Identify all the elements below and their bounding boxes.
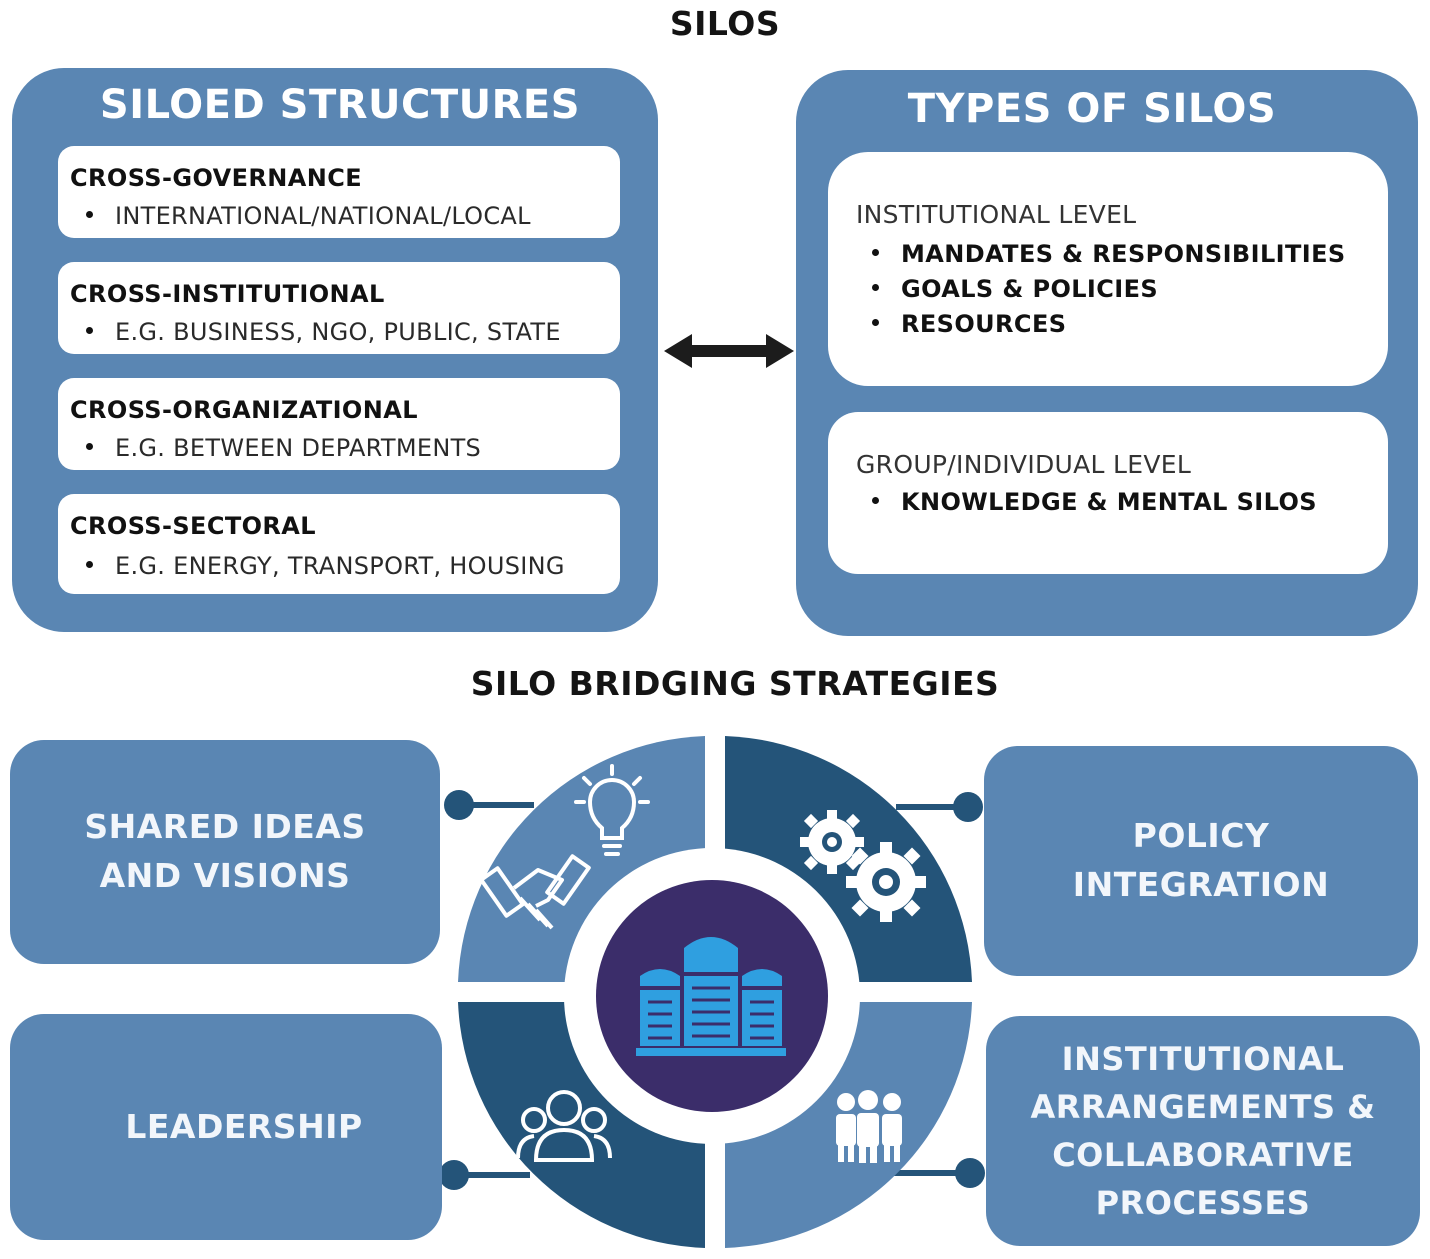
institutional-arrangements-label: INSTITUTIONAL ARRANGEMENTS & COLLABORATI… (1030, 1040, 1376, 1222)
connector-institutional (890, 1158, 985, 1188)
card-heading: CROSS-SECTORAL (70, 512, 316, 540)
silo-icon (636, 937, 786, 1056)
group-item: KNOWLEDGE & MENTAL SILOS (872, 488, 1317, 516)
card-heading: CROSS-ORGANIZATIONAL (70, 396, 418, 424)
siloed-structures-panel: SILOED STRUCTURES CROSS-GOVERNANCE INTER… (12, 68, 658, 632)
bullet (872, 283, 879, 291)
diagram-title: SILOS (669, 4, 781, 43)
institutional-item: RESOURCES (872, 310, 1066, 338)
institutional-arrangements-box: INSTITUTIONAL ARRANGEMENTS & COLLABORATI… (986, 1016, 1420, 1246)
card-item: E.G. ENERGY, TRANSPORT, HOUSING (86, 552, 565, 580)
team-icon (836, 1090, 902, 1163)
types-of-silos-title: TYPES OF SILOS (907, 86, 1277, 132)
group-icon (516, 1090, 612, 1162)
leadership-box: LEADERSHIP (10, 1014, 442, 1240)
institutional-level-label: INSTITUTIONAL LEVEL (856, 200, 1137, 229)
leadership-label: LEADERSHIP (125, 1106, 363, 1146)
double-arrow-icon (664, 334, 794, 368)
lightbulb-icon (574, 764, 650, 856)
group-level-label: GROUP/INDIVIDUAL LEVEL (856, 450, 1192, 479)
connector-shared (444, 790, 534, 820)
card-heading: CROSS-INSTITUTIONAL (70, 280, 385, 308)
institutional-item: GOALS & POLICIES (872, 275, 1158, 303)
types-of-silos-panel: TYPES OF SILOS INSTITUTIONAL LEVEL MANDA… (796, 70, 1418, 636)
card-item: E.G. BUSINESS, NGO, PUBLIC, STATE (86, 318, 561, 346)
connector-leadership (440, 1160, 530, 1190)
connector-policy (896, 792, 983, 822)
card-item: E.G. BETWEEN DEPARTMENTS (86, 434, 481, 462)
bullet (872, 248, 879, 256)
strategy-wheel (440, 736, 985, 1248)
handshake-icon (479, 854, 591, 930)
bullet (872, 318, 879, 326)
card-heading: CROSS-GOVERNANCE (70, 164, 363, 192)
group-level-card: GROUP/INDIVIDUAL LEVEL KNOWLEDGE & MENTA… (828, 412, 1388, 574)
card-item: INTERNATIONAL/NATIONAL/LOCAL (86, 202, 531, 230)
bullet (86, 560, 93, 568)
institutional-level-card: INSTITUTIONAL LEVEL MANDATES & RESPONSIB… (828, 152, 1388, 386)
strategies-title: SILO BRIDGING STRATEGIES (470, 664, 1000, 703)
card-cross-sectoral: CROSS-SECTORAL E.G. ENERGY, TRANSPORT, H… (58, 494, 620, 594)
bullet (872, 496, 879, 504)
card-cross-organizational: CROSS-ORGANIZATIONAL E.G. BETWEEN DEPART… (58, 378, 620, 470)
institutional-item: MANDATES & RESPONSIBILITIES (872, 240, 1346, 268)
siloed-structures-title: SILOED STRUCTURES (99, 82, 581, 128)
bullet (86, 210, 93, 218)
card-cross-governance: CROSS-GOVERNANCE INTERNATIONAL/NATIONAL/… (58, 146, 620, 238)
bullet (86, 442, 93, 450)
card-cross-institutional: CROSS-INSTITUTIONAL E.G. BUSINESS, NGO, … (58, 262, 620, 354)
gears-icon (800, 810, 926, 922)
bullet (86, 326, 93, 334)
